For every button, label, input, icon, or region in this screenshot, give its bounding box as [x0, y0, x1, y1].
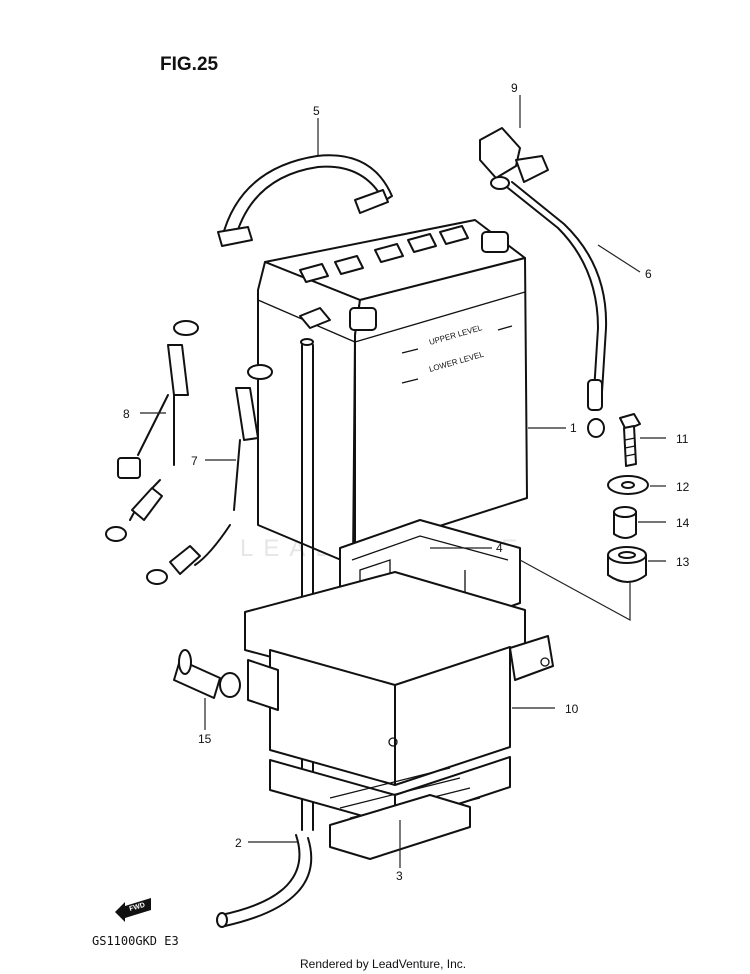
callout-1: 1 [570, 421, 577, 435]
callout-5: 5 [313, 104, 320, 118]
callout-7: 7 [191, 454, 198, 468]
part-12-washer [607, 475, 649, 495]
parts-group-bracket [519, 559, 631, 622]
callout-11: 11 [676, 432, 689, 446]
part-7-negative-lead-wire [146, 364, 273, 585]
fwd-arrow-icon: FWD [115, 898, 151, 922]
part-10-battery-case [244, 571, 554, 829]
model-code: GS1100GKD E3 [92, 934, 179, 948]
callout-3: 3 [396, 869, 403, 883]
callout-leaders [140, 95, 666, 868]
callout-labels: 1 2 3 4 5 6 7 8 9 10 11 12 14 13 15 [123, 81, 690, 883]
callout-4: 4 [496, 541, 503, 555]
figure-title: FIG.25 [160, 54, 219, 75]
part-1-battery: UPPER LEVEL LOWER LEVEL [257, 219, 528, 566]
part-8-lead-with-connector [105, 320, 199, 542]
callout-13: 13 [676, 555, 690, 569]
part-11-bolt [619, 413, 641, 467]
fwd-label: FWD [129, 902, 146, 913]
callout-10: 10 [565, 702, 579, 716]
callout-15: 15 [198, 732, 212, 746]
part-14-collar [613, 506, 637, 539]
render-credit: Rendered by LeadVenture, Inc. [300, 957, 466, 971]
part-13-cushion [607, 546, 647, 583]
part-15-cushion [173, 649, 241, 699]
callout-8: 8 [123, 407, 130, 421]
part-5-battery-band [217, 154, 393, 247]
callout-2: 2 [235, 836, 242, 850]
part-9-terminal-cover [479, 127, 549, 183]
part-6-positive-lead-wire [490, 176, 608, 438]
callout-9: 9 [511, 81, 518, 95]
callout-6: 6 [645, 267, 652, 281]
callout-14: 14 [676, 516, 690, 530]
callout-12: 12 [676, 480, 690, 494]
